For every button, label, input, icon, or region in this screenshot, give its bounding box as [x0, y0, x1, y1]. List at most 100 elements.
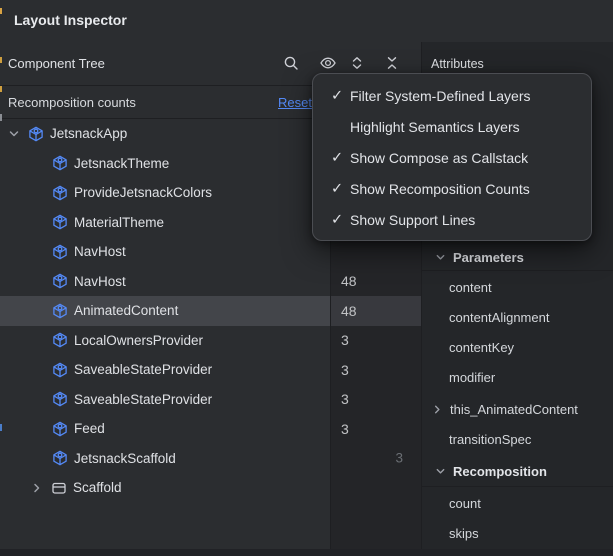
section-recomposition[interactable]: Recomposition	[422, 456, 613, 486]
compose-node-icon	[52, 450, 68, 466]
collapse-all-icon[interactable]	[383, 54, 401, 72]
screen-edge-fragment	[0, 424, 2, 431]
tree-row[interactable]: JetsnackTheme	[0, 149, 421, 179]
chevron-down-icon	[435, 466, 446, 477]
attr-label: this_AnimatedContent	[450, 401, 578, 417]
attr-row-transitionspec[interactable]: transitionSpec	[422, 424, 613, 454]
divider	[422, 270, 613, 271]
chevron-right-icon[interactable]	[432, 404, 443, 415]
tree-row-jetsnackapp[interactable]: JetsnackApp	[0, 119, 421, 149]
compose-node-icon	[52, 421, 68, 437]
menu-item-label: Show Recomposition Counts	[350, 180, 530, 197]
tree-row[interactable]: LocalOwnersProvider 3	[0, 326, 421, 356]
section-title: Recomposition	[453, 463, 547, 479]
attr-row-contentkey[interactable]: contentKey	[422, 332, 613, 362]
checkmark-icon: ✓	[331, 180, 344, 197]
compose-node-icon	[52, 332, 68, 348]
screen-edge-fragment	[0, 8, 2, 14]
attr-label: skips	[449, 525, 479, 541]
tree-row[interactable]: NavHost 48	[0, 267, 421, 297]
recomposition-count: 3	[341, 361, 349, 378]
tree-row[interactable]: ProvideJetsnackColors	[0, 178, 421, 208]
tree-node-label: MaterialTheme	[74, 214, 165, 230]
attr-row-this-animatedcontent[interactable]: this_AnimatedContent	[422, 394, 613, 424]
recomposition-count: 48	[341, 273, 357, 290]
menu-item-label: Show Compose as Callstack	[350, 149, 529, 166]
screen-edge-fragment	[0, 114, 2, 121]
attr-label: contentKey	[449, 339, 515, 355]
recomposition-count: 3	[341, 420, 349, 437]
tree-node-label: Feed	[74, 421, 105, 437]
tree-node-label: SaveableStateProvider	[74, 391, 213, 407]
tree-row-scaffold[interactable]: Scaffold	[0, 473, 421, 503]
attr-row-count[interactable]: count	[422, 488, 613, 518]
tree-node-label: NavHost	[74, 273, 126, 289]
compose-node-icon	[52, 303, 68, 319]
tree-node-label: JetsnackTheme	[74, 155, 170, 171]
recomposition-count: 48	[341, 302, 357, 319]
tree-node-label: JetsnackScaffold	[74, 450, 176, 466]
section-title: Parameters	[453, 249, 524, 265]
bottom-edge	[0, 549, 613, 556]
menu-item-label: Filter System-Defined Layers	[350, 87, 531, 104]
attr-row-modifier[interactable]: modifier	[422, 362, 613, 392]
tree-node-label: NavHost	[74, 244, 126, 260]
compose-node-icon	[52, 362, 68, 378]
tree-row[interactable]: JetsnackScaffold 3	[0, 444, 421, 474]
compose-node-icon	[52, 244, 68, 260]
title-bar: Layout Inspector	[0, 0, 613, 42]
attr-row-contentalignment[interactable]: contentAlignment	[422, 302, 613, 332]
menu-item-label: Show Support Lines	[350, 211, 476, 228]
compose-node-icon	[52, 185, 68, 201]
menu-item-show-recomposition-counts[interactable]: ✓ Show Recomposition Counts	[313, 173, 591, 204]
chevron-down-icon[interactable]	[8, 128, 20, 140]
attr-label: transitionSpec	[449, 431, 532, 447]
section-parameters[interactable]: Parameters	[422, 242, 613, 272]
tree-row[interactable]: MaterialTheme	[0, 208, 421, 238]
screen-edge-fragment	[0, 86, 2, 92]
tree-row-selected[interactable]: AnimatedContent 48	[0, 296, 421, 326]
attr-label: modifier	[449, 369, 496, 385]
tree-row[interactable]: SaveableStateProvider 3	[0, 385, 421, 415]
recomposition-count: 3	[341, 332, 349, 349]
checkmark-icon: ✓	[331, 211, 344, 228]
recomposition-count-dim: 3	[395, 450, 403, 466]
tree-row[interactable]: Feed 3	[0, 414, 421, 444]
attr-row-skips[interactable]: skips	[422, 518, 613, 548]
divider	[422, 486, 613, 487]
recomposition-count: 3	[341, 391, 349, 408]
checkmark-icon: ✓	[331, 87, 344, 104]
tree-row[interactable]: SaveableStateProvider 3	[0, 355, 421, 385]
divider	[0, 118, 421, 119]
compose-node-icon	[52, 273, 68, 289]
search-icon[interactable]	[282, 54, 300, 72]
view-options-eye-icon[interactable]	[319, 54, 337, 72]
attributes-title: Attributes	[431, 57, 484, 71]
menu-item-filter-system-defined-layers[interactable]: ✓ Filter System-Defined Layers	[313, 80, 591, 111]
component-tree-title: Component Tree	[8, 56, 105, 71]
panel-title: Layout Inspector	[14, 12, 127, 28]
menu-item-highlight-semantics-layers[interactable]: Highlight Semantics Layers	[313, 111, 591, 142]
expand-all-icon[interactable]	[348, 54, 366, 72]
tree-row[interactable]: NavHost	[0, 237, 421, 267]
view-node-icon	[51, 480, 67, 496]
tree-node-label: SaveableStateProvider	[74, 362, 213, 378]
menu-item-label: Highlight Semantics Layers	[350, 118, 520, 135]
tree-node-label: Scaffold	[73, 480, 122, 496]
recomposition-banner-label: Recomposition counts	[8, 95, 136, 110]
attr-row-content[interactable]: content	[422, 272, 613, 302]
menu-item-show-compose-as-callstack[interactable]: ✓ Show Compose as Callstack	[313, 142, 591, 173]
checkmark-icon: ✓	[331, 149, 344, 166]
reset-counts-link[interactable]: Reset	[278, 95, 312, 110]
attr-label: count	[449, 495, 481, 511]
tree-node-label: ProvideJetsnackColors	[74, 185, 213, 201]
menu-item-show-support-lines[interactable]: ✓ Show Support Lines	[313, 204, 591, 235]
attr-label: content	[449, 279, 492, 295]
tree-node-label: AnimatedContent	[74, 303, 179, 319]
attr-label: contentAlignment	[449, 309, 550, 325]
tree-node-label: JetsnackApp	[50, 126, 128, 142]
screen-edge-fragment	[0, 57, 2, 63]
chevron-right-icon[interactable]	[31, 482, 43, 494]
view-options-menu[interactable]: ✓ Filter System-Defined Layers Highlight…	[312, 73, 592, 241]
